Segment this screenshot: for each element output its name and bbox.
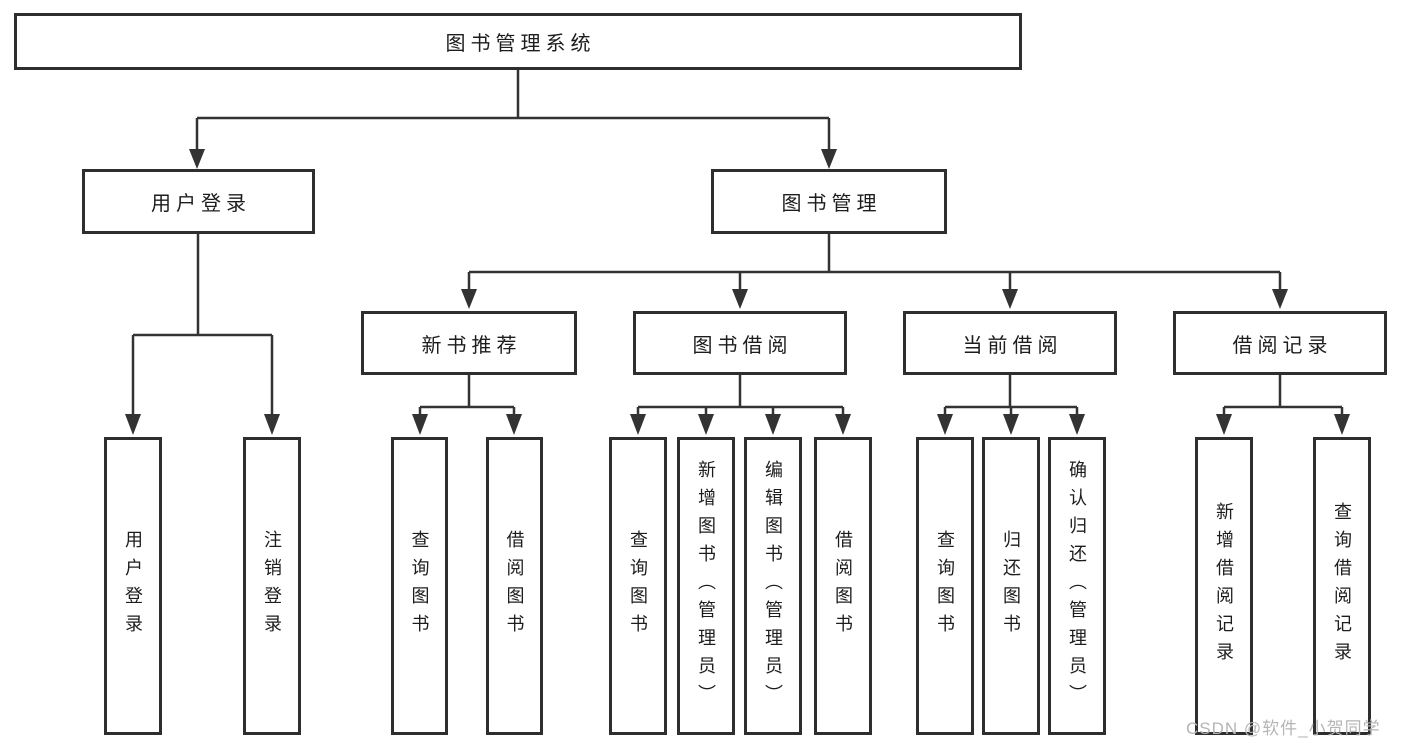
node-label: 归还图书 — [1001, 530, 1021, 642]
connector-borrowing-to-leaves — [636, 375, 845, 414]
arrowhead — [412, 414, 428, 435]
arrowhead — [189, 149, 205, 169]
leaf-return-book: 归还图书 — [982, 437, 1040, 735]
leaf-query-books-borrow: 查询图书 — [609, 437, 667, 735]
arrowhead — [1216, 414, 1232, 435]
leaf-edit-book-admin: 编辑图书（管理员） — [744, 437, 802, 735]
arrowhead — [732, 289, 748, 309]
node-label: 确认归还（管理员） — [1067, 460, 1087, 712]
arrowhead — [1003, 414, 1019, 435]
arrowhead — [835, 414, 851, 435]
node-new-book-recommendation: 新书推荐 — [361, 311, 577, 375]
node-label: 查询图书 — [628, 530, 648, 642]
arrowhead — [1334, 414, 1350, 435]
arrowhead — [821, 149, 837, 169]
node-label: 新书推荐 — [421, 334, 522, 357]
node-label: 新增图书（管理员） — [696, 460, 716, 712]
node-label: 查询图书 — [409, 530, 430, 642]
node-label: 借阅记录 — [1232, 334, 1333, 357]
leaf-query-books-recommend: 查询图书 — [391, 437, 448, 735]
node-label: 图书管理系统 — [445, 33, 596, 55]
arrowhead — [698, 414, 714, 435]
connector-root-to-level2 — [195, 70, 831, 149]
node-label: 借阅图书 — [833, 530, 853, 642]
leaf-query-borrow-record: 查询借阅记录 — [1313, 437, 1371, 735]
node-user-login: 用户登录 — [82, 169, 315, 234]
leaf-borrow-books-recommend: 借阅图书 — [486, 437, 543, 735]
leaf-confirm-return-admin: 确认归还（管理员） — [1048, 437, 1106, 735]
arrowhead — [264, 414, 280, 435]
leaf-add-book-admin: 新增图书（管理员） — [677, 437, 735, 735]
node-label: 查询借阅记录 — [1332, 502, 1352, 670]
node-label: 查询图书 — [935, 530, 955, 642]
leaf-logout: 注销登录 — [243, 437, 301, 735]
arrowhead — [1002, 289, 1018, 309]
node-library-system: 图书管理系统 — [14, 13, 1022, 70]
node-label: 用户登录 — [123, 530, 143, 642]
watermark: CSDN @软件_小贺同学 — [1186, 719, 1381, 738]
node-book-borrowing: 图书借阅 — [633, 311, 847, 375]
node-label: 新增借阅记录 — [1214, 502, 1234, 670]
connector-newbooks-to-leaves — [418, 375, 516, 414]
leaf-borrow-books: 借阅图书 — [814, 437, 872, 735]
leaf-add-borrow-record: 新增借阅记录 — [1195, 437, 1253, 735]
node-current-borrowing: 当前借阅 — [903, 311, 1117, 375]
node-book-management: 图书管理 — [711, 169, 947, 234]
connector-current-to-leaves — [943, 375, 1079, 414]
node-label: 图书借阅 — [692, 334, 793, 357]
arrowhead — [125, 414, 141, 435]
node-label: 当前借阅 — [962, 334, 1063, 357]
connector-records-to-leaves — [1222, 375, 1344, 414]
arrowhead — [506, 414, 522, 435]
node-label: 编辑图书（管理员） — [763, 460, 783, 712]
node-label: 借阅图书 — [504, 530, 525, 642]
leaf-user-login: 用户登录 — [104, 437, 162, 735]
node-label: 注销登录 — [262, 530, 282, 642]
node-label: 用户登录 — [151, 193, 251, 215]
connector-userlogin-to-leaves — [131, 234, 274, 414]
arrowhead — [765, 414, 781, 435]
connector-bookmgmt-to-level3 — [467, 234, 1282, 289]
node-borrowing-records: 借阅记录 — [1173, 311, 1387, 375]
arrowhead — [937, 414, 953, 435]
arrowhead — [1272, 289, 1288, 309]
arrowhead — [630, 414, 646, 435]
arrowhead — [1069, 414, 1085, 435]
leaf-query-books-current: 查询图书 — [916, 437, 974, 735]
node-label: 图书管理 — [781, 193, 882, 215]
arrowhead — [461, 289, 477, 309]
